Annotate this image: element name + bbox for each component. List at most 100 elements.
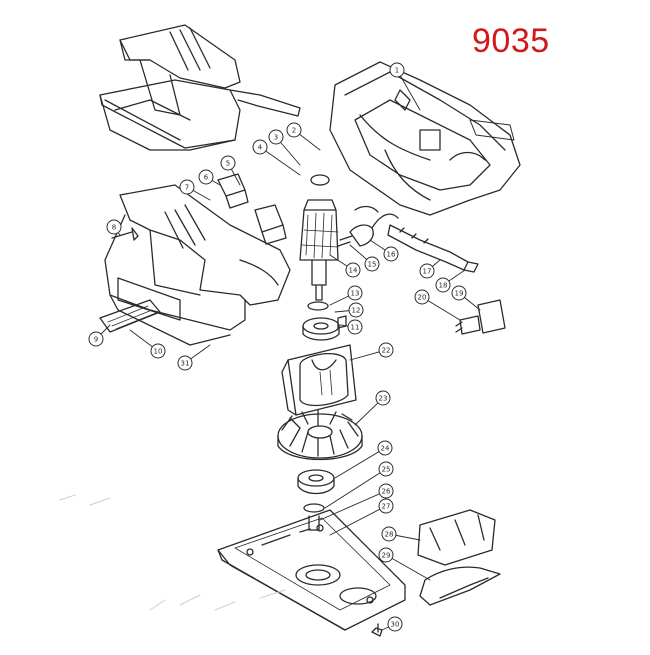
callout-number: 5 bbox=[226, 160, 230, 168]
callout-15: 15 bbox=[349, 244, 380, 272]
callout-6: 6 bbox=[198, 169, 221, 186]
callout-number: 7 bbox=[185, 184, 189, 192]
callout-number: 3 bbox=[274, 134, 278, 142]
callout-number: 14 bbox=[349, 267, 358, 275]
callout-circle bbox=[177, 355, 193, 371]
callout-number: 1 bbox=[395, 67, 399, 75]
callout-25: 25 bbox=[324, 461, 394, 509]
callout-circle bbox=[198, 169, 214, 185]
callout-number: 23 bbox=[379, 395, 388, 403]
callout-number: 26 bbox=[382, 488, 391, 496]
callout-3: 3 bbox=[268, 129, 301, 166]
callout-circle bbox=[286, 122, 302, 138]
callout-leader bbox=[396, 69, 421, 111]
callout-number: 30 bbox=[391, 621, 400, 629]
callout-circle bbox=[451, 285, 467, 301]
bearing-stack bbox=[302, 301, 347, 341]
callout-13: 13 bbox=[329, 285, 363, 306]
screw-8 bbox=[111, 227, 139, 241]
callout-circle bbox=[345, 262, 361, 278]
callout-12: 12 bbox=[334, 302, 364, 318]
callout-circle bbox=[378, 342, 394, 358]
callout-circle bbox=[88, 331, 104, 347]
callout-number: 4 bbox=[258, 144, 263, 152]
callout-number: 19 bbox=[455, 290, 464, 298]
callout-number: 13 bbox=[351, 290, 360, 298]
lower-bearing-stack bbox=[297, 469, 335, 531]
paper-clamp bbox=[417, 509, 501, 606]
callout-1: 1 bbox=[389, 62, 421, 111]
callout-10: 10 bbox=[129, 329, 166, 359]
callout-2: 2 bbox=[286, 122, 321, 151]
callout-number: 20 bbox=[418, 294, 427, 302]
callout-number: 29 bbox=[382, 552, 391, 560]
callout-number: 16 bbox=[387, 251, 396, 259]
callout-circle bbox=[381, 526, 397, 542]
callout-29: 29 bbox=[378, 547, 431, 581]
callout-7: 7 bbox=[179, 179, 211, 201]
callout-circle bbox=[389, 62, 405, 78]
part-callouts: 1234567891011121314151617181920222324252… bbox=[88, 62, 481, 632]
callout-circle bbox=[419, 263, 435, 279]
callout-14: 14 bbox=[329, 254, 361, 278]
callout-number: 17 bbox=[423, 268, 432, 276]
callout-number: 31 bbox=[181, 360, 190, 368]
callout-circle bbox=[150, 343, 166, 359]
callout-number: 15 bbox=[368, 261, 377, 269]
callout-circle bbox=[387, 616, 403, 632]
callout-17: 17 bbox=[419, 259, 441, 279]
callout-leader bbox=[385, 554, 431, 581]
callout-number: 2 bbox=[292, 127, 296, 135]
callout-circle bbox=[106, 219, 122, 235]
callout-18: 18 bbox=[435, 269, 466, 293]
callout-number: 24 bbox=[381, 445, 390, 453]
callout-circle bbox=[377, 440, 393, 456]
callout-leader bbox=[329, 505, 387, 536]
callout-circle bbox=[383, 246, 399, 262]
callout-23: 23 bbox=[354, 390, 391, 426]
switch-parts bbox=[217, 173, 287, 245]
callout-9: 9 bbox=[88, 324, 111, 347]
callout-circle bbox=[364, 256, 380, 272]
callout-20: 20 bbox=[414, 289, 461, 321]
callout-number: 6 bbox=[204, 174, 209, 182]
callout-27: 27 bbox=[329, 498, 394, 536]
callout-22: 22 bbox=[349, 342, 394, 361]
callout-number: 12 bbox=[352, 307, 361, 315]
assembled-sander-top bbox=[99, 24, 301, 151]
callout-5: 5 bbox=[220, 155, 241, 186]
callout-circle bbox=[220, 155, 236, 171]
callout-16: 16 bbox=[369, 239, 399, 262]
background-smudge bbox=[59, 494, 286, 611]
callout-number: 27 bbox=[382, 503, 391, 511]
callout-number: 9 bbox=[94, 336, 98, 344]
screw-30 bbox=[371, 623, 383, 637]
callout-8: 8 bbox=[106, 219, 122, 236]
callout-circle bbox=[378, 483, 394, 499]
callout-30: 30 bbox=[381, 616, 403, 632]
callout-11: 11 bbox=[339, 319, 363, 335]
callout-number: 8 bbox=[112, 224, 116, 232]
field-stator bbox=[281, 344, 357, 416]
base-plate bbox=[217, 509, 406, 631]
callout-26: 26 bbox=[319, 483, 394, 521]
callout-number: 28 bbox=[385, 531, 394, 539]
callout-circle bbox=[435, 277, 451, 293]
callout-28: 28 bbox=[381, 526, 421, 542]
callout-circle bbox=[375, 390, 391, 406]
callout-leader bbox=[259, 146, 301, 176]
callout-circle bbox=[414, 289, 430, 305]
callout-circle bbox=[378, 461, 394, 477]
housing-half-upper bbox=[329, 61, 521, 216]
callout-circle bbox=[179, 179, 195, 195]
callout-31: 31 bbox=[177, 344, 211, 371]
callout-circle bbox=[378, 498, 394, 514]
housing-half-lower bbox=[104, 184, 291, 346]
callout-number: 25 bbox=[382, 466, 391, 474]
callout-number: 22 bbox=[382, 347, 391, 355]
callout-circle bbox=[378, 547, 394, 563]
callout-leader bbox=[319, 490, 387, 521]
model-number: 9035 bbox=[472, 22, 550, 60]
